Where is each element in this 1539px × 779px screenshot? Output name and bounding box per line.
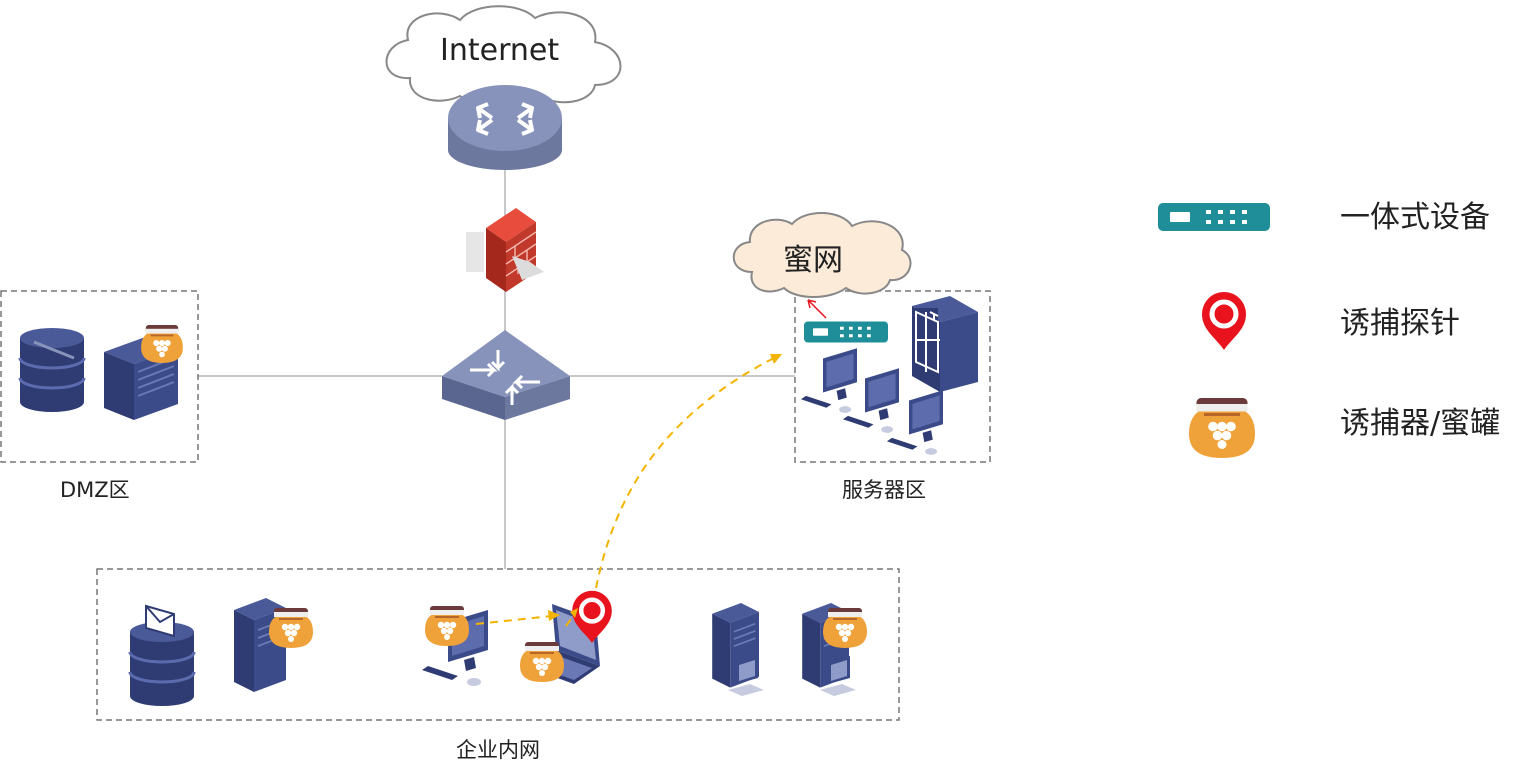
mail-icon xyxy=(145,604,175,638)
intranet-monitor-icon-1 xyxy=(728,656,764,696)
dmz-server-icon xyxy=(104,336,178,420)
legend-honeypot-label: 诱捕器/蜜罐 xyxy=(1340,406,1501,441)
router-icon xyxy=(448,85,562,170)
legend-honeypot-icon xyxy=(1189,398,1255,458)
legend-probe-label: 诱捕探针 xyxy=(1340,306,1460,341)
dmz-zone-box xyxy=(0,290,199,463)
intranet-honeypot-icon-2 xyxy=(425,606,469,646)
server-zone-pc-icon-1 xyxy=(800,348,857,413)
intranet-monitor-icon-2 xyxy=(820,656,856,696)
legend-appliance-icon xyxy=(1158,203,1270,231)
honeynet-redirect-arrow xyxy=(807,299,827,319)
firewall-icon xyxy=(466,208,544,292)
server-zone-box xyxy=(794,290,991,463)
video-wall-icon xyxy=(912,296,978,392)
mail-database-icon xyxy=(128,620,196,708)
dmz-honeypot-icon xyxy=(141,325,183,363)
internet-cloud-label: Internet xyxy=(440,33,560,68)
intranet-honeypot-icon-4 xyxy=(823,608,867,648)
honeynet-cloud xyxy=(732,211,912,298)
intranet-zone-label: 企业内网 xyxy=(456,738,540,762)
intranet-zone-box xyxy=(96,568,900,721)
intranet-honeypot-icon-3 xyxy=(520,642,564,682)
dmz-database-label-band xyxy=(33,340,75,360)
server-zone-appliance-icon xyxy=(804,321,888,343)
legend-probe-pin-icon xyxy=(1202,292,1246,350)
dmz-zone-label: DMZ区 xyxy=(60,478,130,502)
legend-appliance-label: 一体式设备 xyxy=(1340,200,1490,235)
lure-path-arrowheads xyxy=(548,354,782,621)
core-switch-icon xyxy=(442,330,570,420)
server-zone-label: 服务器区 xyxy=(842,478,926,502)
dmz-database-icon xyxy=(18,326,86,414)
intranet-honeypot-icon-1 xyxy=(269,608,313,648)
honeynet-cloud-label: 蜜网 xyxy=(783,243,843,278)
